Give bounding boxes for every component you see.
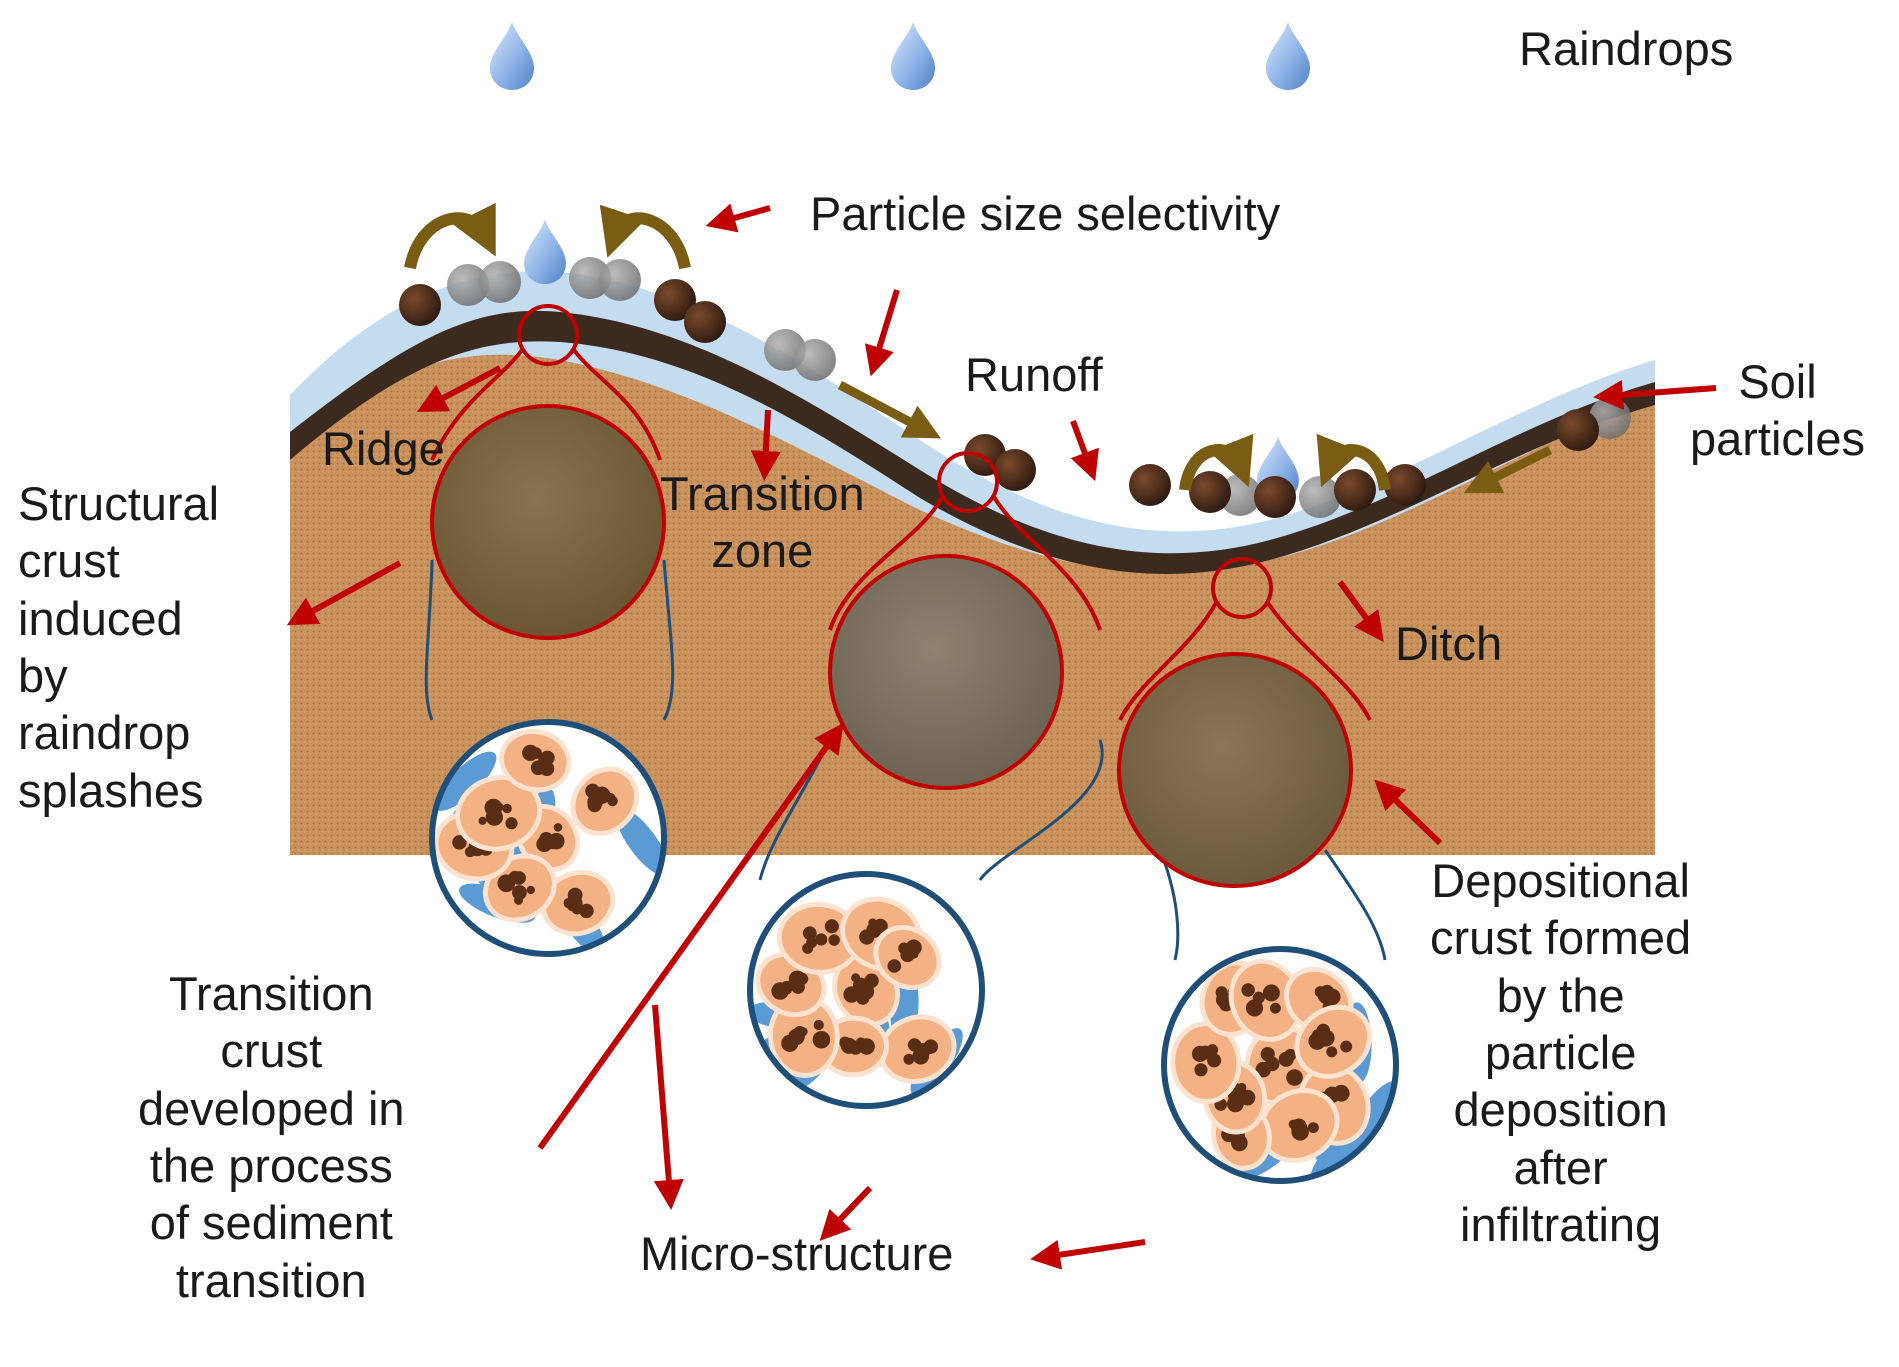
splash-arrow-icon bbox=[1179, 433, 1254, 492]
label-runoff: Runoff bbox=[965, 348, 1103, 401]
soil-particle-icon bbox=[399, 284, 441, 326]
zoom-ridge bbox=[430, 404, 666, 640]
zoom-transition bbox=[828, 554, 1064, 790]
soil-particle-icon bbox=[599, 259, 641, 301]
splash-arrow-icon bbox=[404, 202, 496, 270]
soil-particle-icon bbox=[447, 264, 489, 306]
raindrop-icon bbox=[524, 219, 566, 285]
soil-particle-icon bbox=[1129, 464, 1171, 506]
crust-layer bbox=[290, 310, 1655, 574]
label-particle-size-selectivity: Particle size selectivity bbox=[810, 187, 1281, 240]
soil-particle-icon bbox=[684, 301, 726, 343]
label-ridge: Ridge bbox=[322, 422, 445, 475]
label-structural-crust: Structural crust induced by raindrop spl… bbox=[18, 477, 220, 817]
label-micro-structure: Micro-structure bbox=[640, 1227, 954, 1280]
splash-arrow-icon bbox=[1316, 433, 1391, 492]
zoom-ditch bbox=[1117, 652, 1353, 888]
soil-particle-icon bbox=[1334, 469, 1376, 511]
soil-particle-icon bbox=[479, 261, 521, 303]
soil-particle-icon bbox=[1189, 471, 1231, 513]
raindrop-icon bbox=[1266, 22, 1310, 90]
soil-particle-icon bbox=[794, 339, 836, 381]
micro-structure-depositional bbox=[1161, 946, 1399, 1184]
micro-structure-transition bbox=[747, 871, 985, 1109]
label-transition-crust: Transition crust developed in the proces… bbox=[138, 967, 405, 1307]
soil-particle-icon bbox=[994, 449, 1036, 491]
label-transition-zone: Transition zone bbox=[660, 467, 865, 578]
label-raindrops: Raindrops bbox=[1519, 22, 1734, 75]
soil-particle-icon bbox=[569, 257, 611, 299]
micro-structure-structural bbox=[429, 719, 667, 957]
raindrop-icon bbox=[891, 22, 935, 90]
label-depositional-crust: Depositional crust formed by the particl… bbox=[1430, 854, 1692, 1251]
splash-arrow-icon bbox=[599, 204, 691, 270]
soil-particle-icon bbox=[654, 279, 696, 321]
soil-particle-icon bbox=[1557, 409, 1599, 451]
flow-arrow-icon bbox=[1463, 445, 1553, 494]
raindrop-icon bbox=[490, 22, 534, 90]
label-ditch: Ditch bbox=[1395, 617, 1503, 670]
soil-particle-icon bbox=[1299, 476, 1341, 518]
soil-particle-icon bbox=[1254, 476, 1296, 518]
flow-arrow-icon bbox=[837, 381, 941, 439]
soil-particle-icon bbox=[1384, 464, 1426, 506]
label-soil-particles: Soil particles bbox=[1690, 355, 1866, 466]
